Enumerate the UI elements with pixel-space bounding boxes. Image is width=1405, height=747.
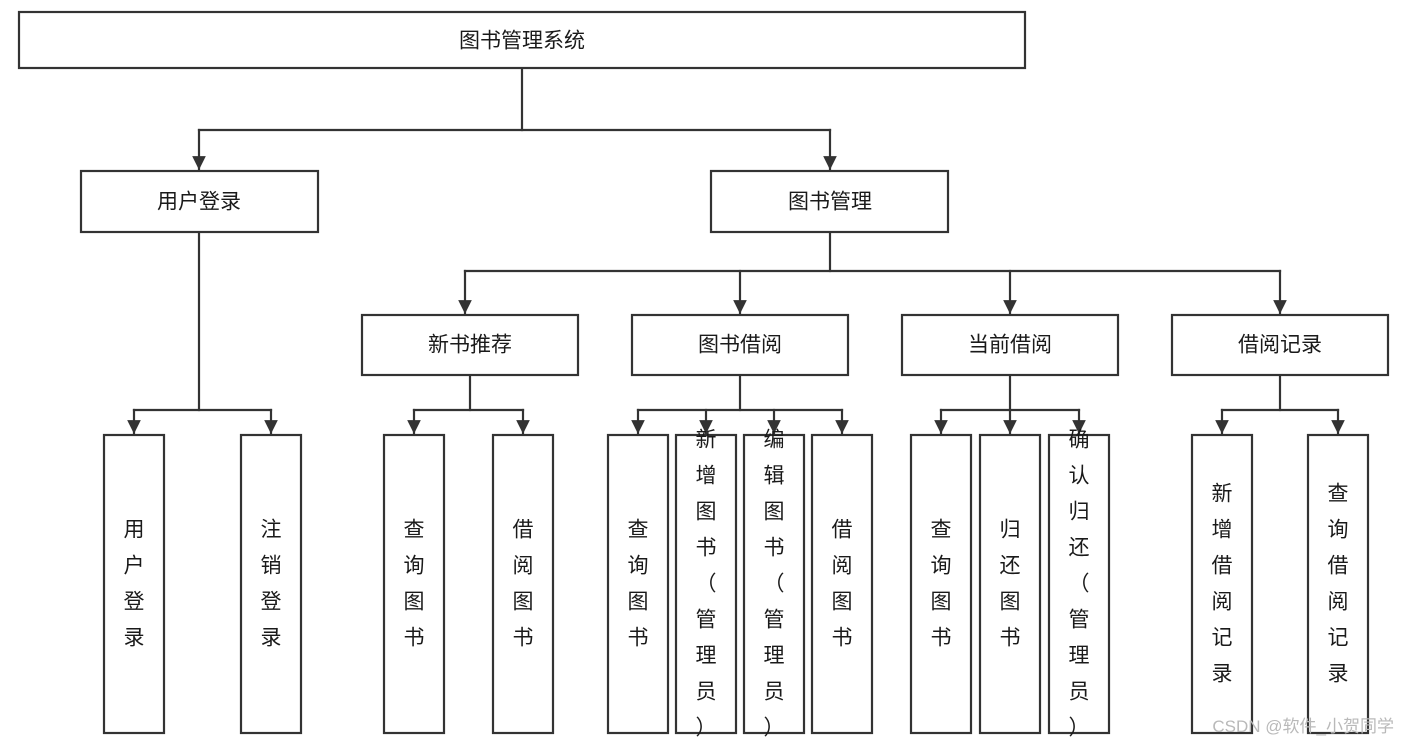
leaf-borrow-add-book-admin-box <box>674 433 738 735</box>
leaf-record-query-record-box <box>1306 433 1370 735</box>
leaf-borrow-edit-book-admin-box <box>742 433 806 735</box>
leaf-borrow-query-book[interactable]: 查询图书 <box>606 433 670 735</box>
leaf-borrow-add-book-admin-label: 新增图书（管理员） <box>696 429 717 740</box>
leaf-record-add-record-label: 新增借阅记录 <box>1212 483 1233 686</box>
node-new-book-recommendation-label: 新书推荐 <box>428 334 512 357</box>
leaf-newbook-borrow-book-box <box>491 433 555 735</box>
node-book-management-box <box>709 169 950 234</box>
leaf-current-return-book-box <box>978 433 1042 735</box>
leaf-newbook-query-book[interactable]: 查询图书 <box>382 433 446 735</box>
leaf-newbook-borrow-book[interactable]: 借阅图书 <box>491 433 555 735</box>
node-new-book-recommendation-box <box>360 313 580 377</box>
node-current-borrowing-box <box>900 313 1120 377</box>
leaf-record-query-record[interactable]: 查询借阅记录 <box>1306 433 1370 735</box>
csdn-watermark: CSDN @软件_小贺同学 <box>1212 717 1394 736</box>
leaf-current-query-book[interactable]: 查询图书 <box>909 433 973 735</box>
leaf-record-add-record[interactable]: 新增借阅记录 <box>1190 433 1254 735</box>
node-root-book-management-system[interactable]: 图书管理系统 <box>17 10 1027 70</box>
leaf-user-login-logout[interactable]: 注销登录 <box>239 433 303 735</box>
leaf-borrow-edit-book-admin-label: 编辑图书（管理员） <box>764 429 785 740</box>
node-root-label: 图书管理系统 <box>459 30 585 53</box>
leaf-borrow-query-book-label: 查询图书 <box>628 519 649 650</box>
node-book-borrowing-label: 图书借阅 <box>698 334 782 357</box>
leaf-current-confirm-return-admin[interactable]: 确认归还（管理员） <box>1047 429 1111 740</box>
leaf-borrow-query-book-box <box>606 433 670 735</box>
node-book-borrowing-box <box>630 313 850 377</box>
leaf-record-add-record-box <box>1190 433 1254 735</box>
leaf-newbook-query-book-box <box>382 433 446 735</box>
leaf-current-confirm-return-admin-label: 确认归还（管理员） <box>1069 429 1090 740</box>
leaf-current-return-book-label: 归还图书 <box>1000 519 1021 650</box>
leaf-newbook-borrow-book-label: 借阅图书 <box>513 519 534 650</box>
node-book-borrowing[interactable]: 图书借阅 <box>630 313 850 377</box>
leaf-borrow-borrow-book-label: 借阅图书 <box>832 519 853 650</box>
leaf-borrow-add-book-admin[interactable]: 新增图书（管理员） <box>674 429 738 740</box>
leaf-user-login-login-label: 用户登录 <box>124 519 145 650</box>
node-root-box <box>17 10 1027 70</box>
node-book-management-label: 图书管理 <box>788 191 872 214</box>
leaf-current-query-book-box <box>909 433 973 735</box>
node-current-borrowing[interactable]: 当前借阅 <box>900 313 1120 377</box>
leaf-current-query-book-label: 查询图书 <box>931 519 952 650</box>
node-borrowing-record[interactable]: 借阅记录 <box>1170 313 1390 377</box>
leaf-current-confirm-return-admin-box <box>1047 433 1111 735</box>
node-user-login-label: 用户登录 <box>157 191 241 214</box>
leaf-record-query-record-label: 查询借阅记录 <box>1328 483 1349 686</box>
node-borrowing-record-label: 借阅记录 <box>1238 334 1322 357</box>
leaf-newbook-query-book-label: 查询图书 <box>404 519 425 650</box>
node-new-book-recommendation[interactable]: 新书推荐 <box>360 313 580 377</box>
leaf-user-login-login[interactable]: 用户登录 <box>102 433 166 735</box>
node-user-login[interactable]: 用户登录 <box>79 169 320 234</box>
leaf-current-return-book[interactable]: 归还图书 <box>978 433 1042 735</box>
leaf-borrow-edit-book-admin[interactable]: 编辑图书（管理员） <box>742 429 806 740</box>
node-current-borrowing-label: 当前借阅 <box>968 334 1052 357</box>
leaf-user-login-logout-box <box>239 433 303 735</box>
leaf-user-login-login-box <box>102 433 166 735</box>
leaf-user-login-logout-label: 注销登录 <box>261 519 282 650</box>
leaf-borrow-borrow-book[interactable]: 借阅图书 <box>810 433 874 735</box>
connectors-layer <box>127 66 1345 435</box>
node-user-login-box <box>79 169 320 234</box>
node-borrowing-record-box <box>1170 313 1390 377</box>
node-book-management[interactable]: 图书管理 <box>709 169 950 234</box>
leaf-borrow-borrow-book-box <box>810 433 874 735</box>
